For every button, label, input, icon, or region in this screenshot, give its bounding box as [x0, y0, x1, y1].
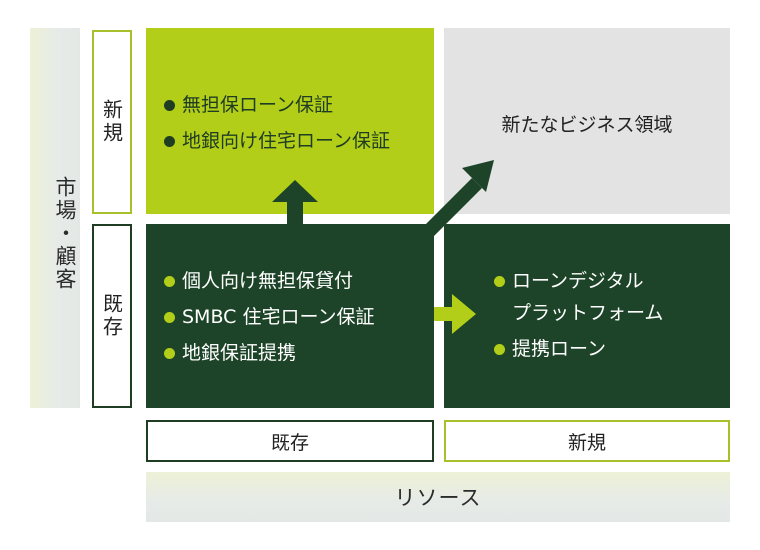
bullet-icon	[494, 276, 505, 287]
list-item: ローンデジタルプラットフォーム	[494, 270, 663, 324]
row-label-existing: 既存	[92, 224, 132, 408]
quadrant-new-market-new-resource: 新たなビジネス領域	[444, 28, 730, 214]
resource-axis-label: リソース	[394, 486, 482, 510]
new-business-area-title: 新たなビジネス領域	[501, 114, 673, 136]
list-item: 地銀向け住宅ローン保証	[164, 130, 390, 152]
list-item: 地銀保証提携	[164, 342, 375, 364]
list-item: 個人向け無担保貸付	[164, 270, 375, 292]
list-item: 提携ローン	[494, 338, 663, 360]
market-customer-axis-label: 市場・顧客	[53, 176, 77, 291]
column-label-existing-text: 既存	[270, 431, 309, 454]
column-label-existing: 既存	[146, 420, 434, 462]
column-label-new: 新規	[444, 420, 730, 462]
row-label-existing-text: 既存	[99, 293, 124, 339]
market-customer-axis: 市場・顧客	[30, 28, 80, 408]
list-item-text: ローンデジタル	[512, 270, 644, 292]
quadrant-items: 無担保ローン保証 地銀向け住宅ローン保証	[164, 94, 390, 166]
list-item: SMBC 住宅ローン保証	[164, 306, 375, 328]
resource-axis: リソース	[146, 472, 730, 522]
list-item-text: 無担保ローン保証	[182, 94, 334, 116]
bullet-icon	[164, 348, 175, 359]
quadrant-existing-market-existing-resource: 個人向け無担保貸付 SMBC 住宅ローン保証 地銀保証提携	[146, 224, 434, 408]
list-item-text: 提携ローン	[512, 338, 607, 360]
list-item-text: SMBC 住宅ローン保証	[182, 306, 375, 328]
row-label-new: 新規	[92, 30, 132, 214]
bullet-icon	[164, 276, 175, 287]
bullet-icon	[164, 136, 175, 147]
bullet-icon	[494, 344, 505, 355]
quadrant-new-market-existing-resource: 無担保ローン保証 地銀向け住宅ローン保証	[146, 28, 434, 214]
list-item-text: 地銀保証提携	[182, 342, 297, 364]
list-item: 無担保ローン保証	[164, 94, 390, 116]
bullet-icon	[164, 312, 175, 323]
row-label-new-text: 新規	[99, 99, 124, 145]
column-label-new-text: 新規	[567, 431, 606, 454]
bullet-icon	[164, 100, 175, 111]
list-item-text: 地銀向け住宅ローン保証	[182, 130, 391, 152]
quadrant-items: 個人向け無担保貸付 SMBC 住宅ローン保証 地銀保証提携	[164, 270, 375, 378]
list-item-text-line2: プラットフォーム	[512, 302, 664, 324]
list-item-text: 個人向け無担保貸付	[182, 270, 354, 292]
quadrant-items: ローンデジタルプラットフォーム 提携ローン	[494, 270, 663, 374]
quadrant-existing-market-new-resource: ローンデジタルプラットフォーム 提携ローン	[444, 224, 730, 408]
